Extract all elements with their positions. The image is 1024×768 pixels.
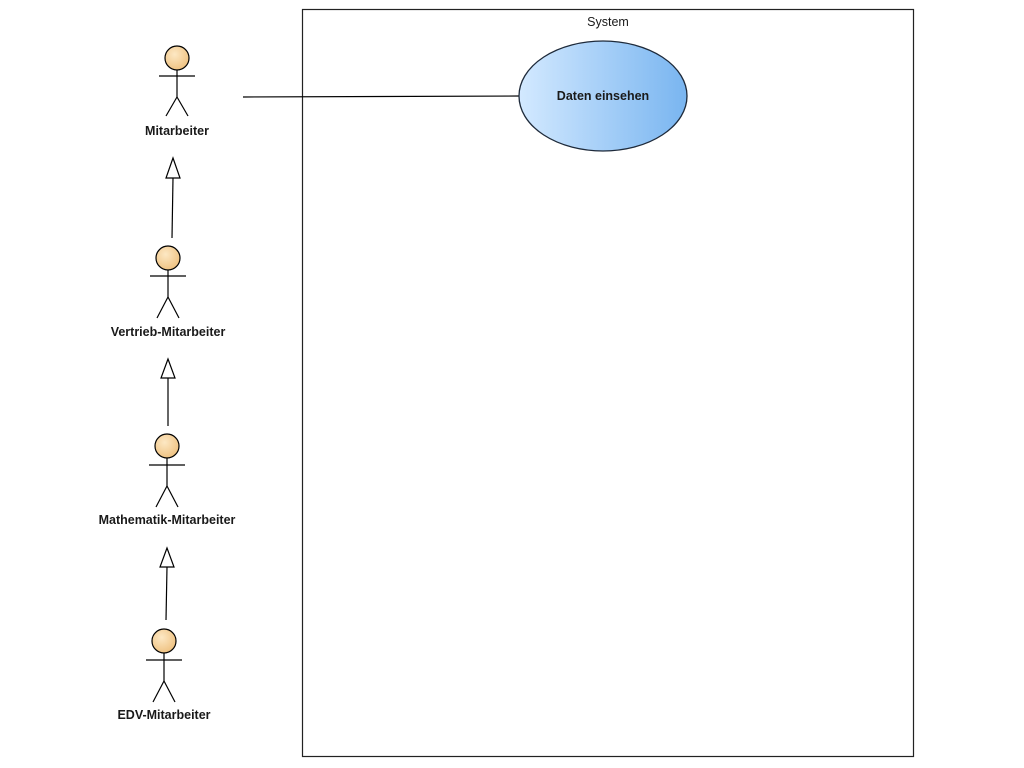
actor-label: Mathematik-Mitarbeiter [99, 513, 236, 527]
generalization-arrowhead-icon [159, 546, 175, 568]
actor-figure-icon [159, 45, 195, 117]
actor-figure-icon [146, 628, 182, 703]
actor-mitarbeiter[interactable]: Mitarbeiter [145, 45, 209, 138]
generalization-arrowhead-icon [165, 156, 181, 179]
actor-figure-icon [150, 245, 186, 319]
actor-label: EDV-Mitarbeiter [117, 708, 210, 722]
use-case-ellipse [518, 40, 688, 152]
generalization-mathematik-to-vertrieb [160, 357, 176, 426]
actor-mathematik-mitarbeiter[interactable]: Mathematik-Mitarbeiter [99, 433, 236, 527]
actor-figure-icon [149, 433, 185, 508]
generalization-edv-to-mathematik [159, 546, 175, 621]
actor-label: Mitarbeiter [145, 124, 209, 138]
use-case-daten-einsehen[interactable]: Daten einsehen [518, 40, 688, 152]
generalization-arrowhead-icon [160, 357, 176, 379]
generalization-vertrieb-to-mitarbeiter [165, 156, 181, 239]
use-case-label: Daten einsehen [557, 89, 649, 103]
actor-label: Vertrieb-Mitarbeiter [111, 325, 226, 339]
association-line [242, 95, 521, 98]
actor-edv-mitarbeiter[interactable]: EDV-Mitarbeiter [117, 628, 211, 722]
actor-vertrieb-mitarbeiter[interactable]: Vertrieb-Mitarbeiter [111, 245, 226, 339]
system-label: System [587, 15, 629, 29]
